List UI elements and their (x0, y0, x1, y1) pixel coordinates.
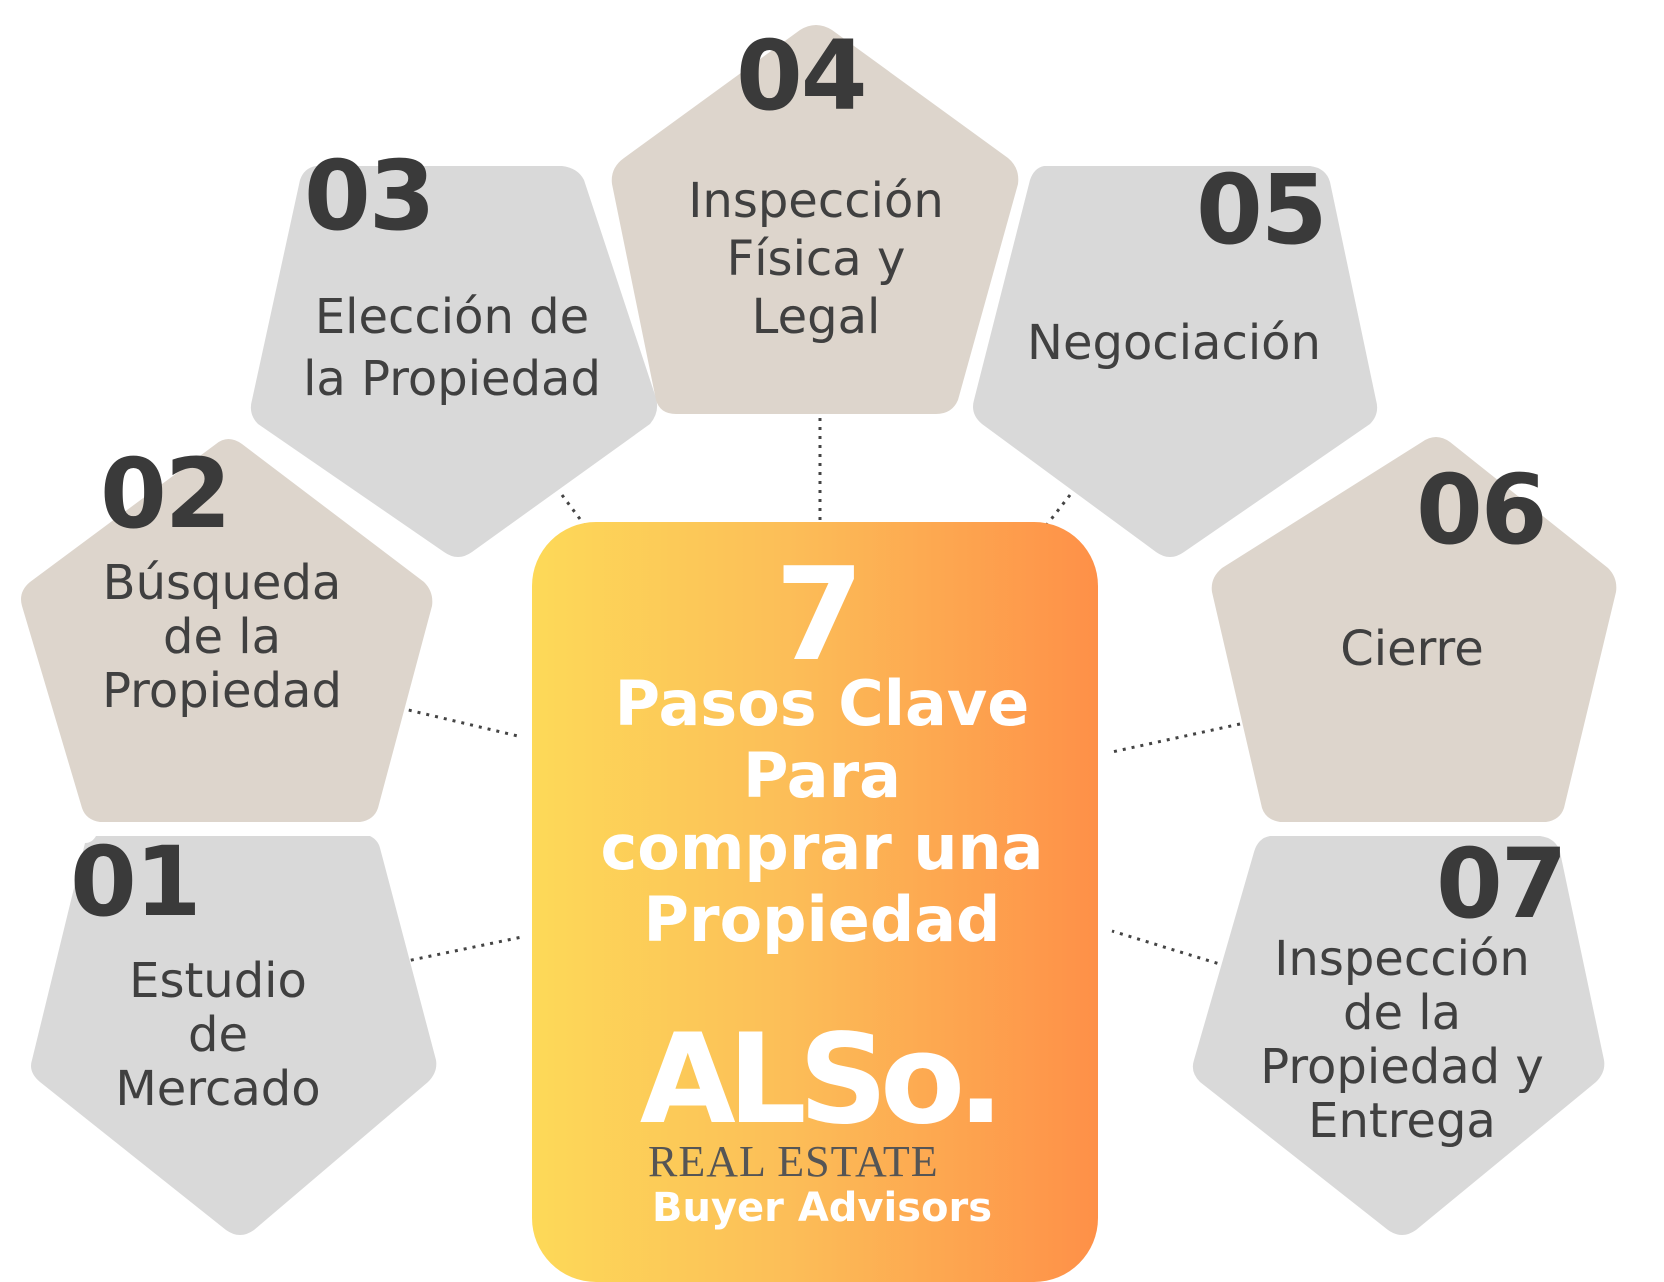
step-01-label-line: Estudio (129, 953, 307, 1009)
step-07-number: 07 (1436, 828, 1568, 940)
pentagon-03 (250, 166, 658, 557)
step-03-label: Elección de la Propiedad (303, 286, 601, 410)
step-04-label: Inspección Física y Legal (688, 172, 944, 346)
pentagon-02 (21, 439, 433, 822)
step-02-label-line: de la (162, 609, 281, 665)
step-01-label-line: de (187, 1007, 248, 1063)
pentagon-07 (1192, 836, 1605, 1235)
step-07-label-line: Entrega (1308, 1093, 1496, 1149)
pentagon-04 (611, 25, 1019, 414)
center-title-line: Propiedad (643, 883, 1001, 956)
center-title-line: comprar una (600, 811, 1044, 884)
center-title-line: Pasos Clave (614, 667, 1030, 740)
step-04-label-line: Física y (726, 231, 906, 287)
step-01-label: Estudio de Mercado (115, 954, 320, 1116)
connector-01 (401, 935, 523, 964)
step-04-label-line: Legal (751, 289, 881, 345)
step-07-label-line: Inspección (1274, 931, 1530, 987)
step-01-number: 01 (70, 826, 202, 938)
step-01-label-line: Mercado (115, 1061, 321, 1117)
step-02-label-line: Búsqueda (102, 555, 342, 611)
step-03-number: 03 (304, 140, 436, 252)
step-05-number: 05 (1196, 154, 1328, 266)
connector-06 (1111, 722, 1241, 754)
logo-subtitle: REAL ESTATE (648, 1137, 939, 1186)
step-06-label-line: Cierre (1340, 621, 1484, 677)
step-07-label-line: de la (1342, 985, 1461, 1041)
step-03-label-line: la Propiedad (303, 351, 601, 407)
step-04-number: 04 (736, 20, 868, 132)
diagram-canvas: 01 Estudio de Mercado 02 Búsqueda de la … (21, 20, 1617, 1282)
pentagon-06 (1211, 437, 1617, 822)
connector-07 (1111, 929, 1227, 968)
center-card (532, 522, 1098, 1282)
step-02-label-line: Propiedad (102, 663, 342, 719)
center-title: Pasos Clave Para comprar una Propiedad (600, 668, 1043, 956)
diagram-shapes (21, 25, 1617, 1235)
center-number: 7 (775, 541, 865, 690)
step-03-label-line: Elección de (314, 289, 590, 345)
connector-02 (399, 706, 523, 739)
also-logo: ALSo. (640, 1018, 1005, 1142)
step-06-label: Cierre (1340, 622, 1483, 676)
center-title-line: Para (742, 739, 902, 812)
step-07-label: Inspección de la Propiedad y Entrega (1260, 932, 1544, 1148)
pentagon-01 (31, 836, 437, 1235)
pentagon-05 (973, 166, 1378, 557)
step-02-number: 02 (100, 438, 232, 550)
also-logo-text: ALSo (639, 1008, 965, 1152)
step-07-label-line: Propiedad y (1260, 1039, 1544, 1095)
also-logo-dot: . (957, 1008, 1004, 1152)
logo-tagline: Buyer Advisors (652, 1185, 993, 1231)
step-06-number: 06 (1416, 454, 1548, 566)
step-02-label: Búsqueda de la Propiedad (102, 556, 342, 718)
step-04-label-line: Inspección (688, 173, 944, 229)
step-05-label-line: Negociación (1027, 315, 1321, 371)
step-05-label: Negociación (1027, 316, 1321, 370)
